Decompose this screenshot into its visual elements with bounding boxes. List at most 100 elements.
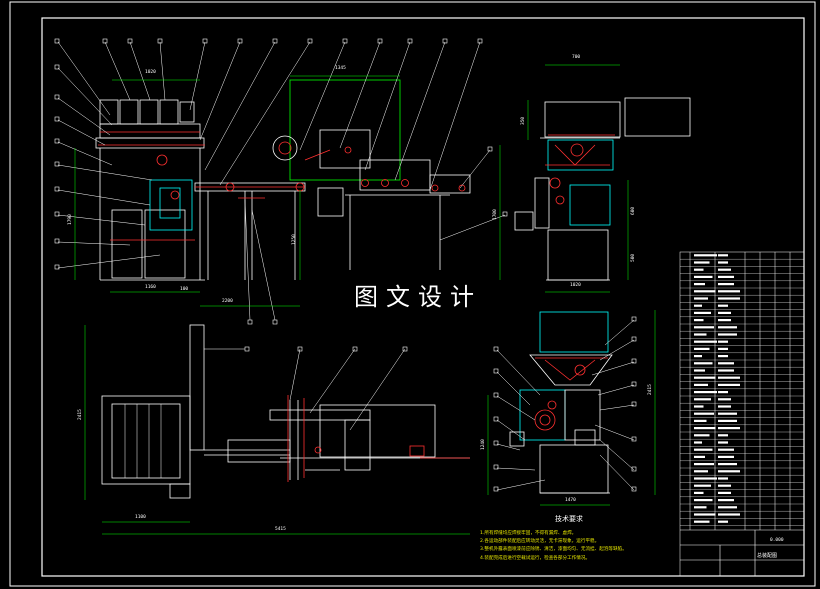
parts-list-entry-mark — [718, 506, 737, 509]
parts-list-entry-mark — [718, 283, 734, 286]
parts-list-entry-mark — [694, 470, 708, 473]
dimension-label: 2415 — [648, 384, 653, 395]
dimension-label: 350 — [521, 116, 526, 125]
parts-list-entry-mark — [694, 297, 708, 300]
parts-list-entry-mark — [718, 405, 731, 408]
parts-list-entry-mark — [718, 254, 728, 257]
watermark-text: 图文设计 — [338, 280, 498, 314]
parts-list-entry-mark — [718, 362, 734, 365]
parts-list-entry-mark — [718, 311, 731, 314]
parts-list-entry-mark — [694, 326, 714, 329]
side-view — [514, 64, 691, 293]
parts-list-entry-mark — [718, 369, 734, 372]
parts-list-entry-mark — [694, 506, 707, 509]
parts-list-entry-mark — [718, 268, 731, 271]
parts-list-entry-mark — [718, 520, 728, 523]
parts-list-entry-mark — [718, 455, 734, 458]
parts-list-entry-mark — [718, 419, 737, 422]
parts-list-entry-mark — [718, 261, 728, 264]
parts-list-entry-mark — [718, 355, 728, 358]
parts-list-entry-mark — [694, 311, 711, 314]
parts-list-entry-mark — [694, 484, 711, 487]
parts-list-entry-mark — [694, 347, 710, 350]
parts-list-entry-mark — [718, 340, 728, 343]
dimension-label: 1240 — [481, 439, 486, 450]
dimension-label: 2200 — [222, 299, 233, 304]
parts-list-entry-mark — [718, 398, 731, 401]
parts-list-entry-mark — [718, 441, 728, 444]
parts-list-rows — [680, 254, 804, 526]
drawing-code: 0.000 — [770, 538, 784, 543]
front-elevation-view — [54, 38, 508, 325]
drawing-name: 总装配图 — [757, 553, 778, 559]
technical-requirement-line: 4.装配完成后进行空载试运行，检查各部分工作情况。 — [480, 555, 591, 561]
parts-list-entry-mark — [694, 491, 704, 494]
parts-list-entry-mark — [694, 427, 716, 430]
parts-list-entry-mark — [694, 275, 713, 278]
parts-list-entry-mark — [694, 254, 717, 257]
dimension-label: 2415 — [78, 409, 83, 420]
title-block — [680, 529, 804, 576]
parts-list-entry-mark — [694, 419, 707, 422]
parts-list-entry-mark — [694, 441, 702, 444]
parts-list-entry-mark — [718, 499, 734, 502]
dimension-label: 1470 — [565, 498, 576, 503]
parts-list-entry-mark — [718, 391, 728, 394]
technical-requirements-title: 技术要求 — [555, 515, 583, 523]
parts-list-entry-mark — [718, 470, 740, 473]
parts-list-entry-mark — [694, 333, 707, 336]
parts-list-entry-mark — [718, 275, 734, 278]
parts-list-entry-mark — [694, 376, 716, 379]
parts-list-entry-mark — [718, 484, 731, 487]
parts-list-entry-mark — [718, 297, 740, 300]
parts-list-entry-mark — [694, 455, 705, 458]
parts-list-entry-mark — [694, 369, 705, 372]
dimension-label: 1020 — [570, 283, 581, 288]
parts-list-entry-mark — [694, 304, 702, 307]
parts-list-entry-mark — [718, 513, 740, 516]
parts-list-entry-mark — [694, 463, 714, 466]
parts-list-entry-mark — [718, 333, 737, 336]
dimension-label: 500 — [631, 253, 636, 262]
parts-list-entry-mark — [694, 319, 704, 322]
parts-list-entry-mark — [694, 268, 704, 271]
dimension-label: 1700 — [493, 209, 498, 220]
dimension-label: 700 — [572, 55, 581, 60]
parts-list-entry-mark — [718, 434, 728, 437]
parts-list-entry-mark — [718, 376, 740, 379]
parts-list-entry-mark — [694, 405, 704, 408]
parts-list-entry-mark — [694, 391, 717, 394]
technical-requirements-notes: 1.所有焊缝均应焊接牢固，不得有漏焊、虚焊。 2.各运动部件装配后应转动灵活，无… — [480, 530, 680, 563]
parts-list-entry-mark — [694, 448, 713, 451]
parts-list-table — [679, 251, 805, 577]
parts-list-entry-mark — [694, 283, 705, 286]
technical-requirement-line: 1.所有焊缝均应焊接牢固，不得有漏焊、虚焊。 — [480, 531, 577, 536]
parts-list-entry-mark — [718, 304, 728, 307]
dimension-label: 5415 — [275, 527, 286, 532]
parts-list-entry-mark — [694, 290, 716, 293]
section-view — [487, 310, 656, 506]
dimension-label: 1160 — [145, 285, 156, 290]
parts-list-entry-mark — [718, 427, 740, 430]
parts-list-entry-mark — [718, 448, 734, 451]
parts-list-entry-mark — [694, 499, 713, 502]
parts-list-entry-mark — [718, 412, 737, 415]
outer-frame — [9, 1, 816, 587]
dimension-label: 1020 — [145, 70, 156, 75]
parts-list-entry-mark — [718, 347, 728, 350]
parts-list-entry-mark — [694, 362, 713, 365]
parts-list-entry-mark — [718, 326, 737, 329]
parts-list-entry-mark — [718, 383, 740, 386]
parts-list-entry-mark — [694, 383, 708, 386]
dimension-label: 600 — [631, 206, 636, 215]
dimension-label: 1100 — [135, 515, 146, 520]
parts-list-entry-mark — [718, 491, 731, 494]
technical-requirement-line: 2.各运动部件装配后应转动灵活，无卡滞现象，运行平稳。 — [480, 539, 600, 545]
parts-list-entry-mark — [694, 340, 717, 343]
parts-list-entry-mark — [718, 477, 728, 480]
parts-list-entry-mark — [694, 412, 714, 415]
parts-list-entry-mark — [694, 520, 710, 523]
parts-list-entry-mark — [694, 398, 711, 401]
dimension-label: 1250 — [292, 234, 297, 245]
